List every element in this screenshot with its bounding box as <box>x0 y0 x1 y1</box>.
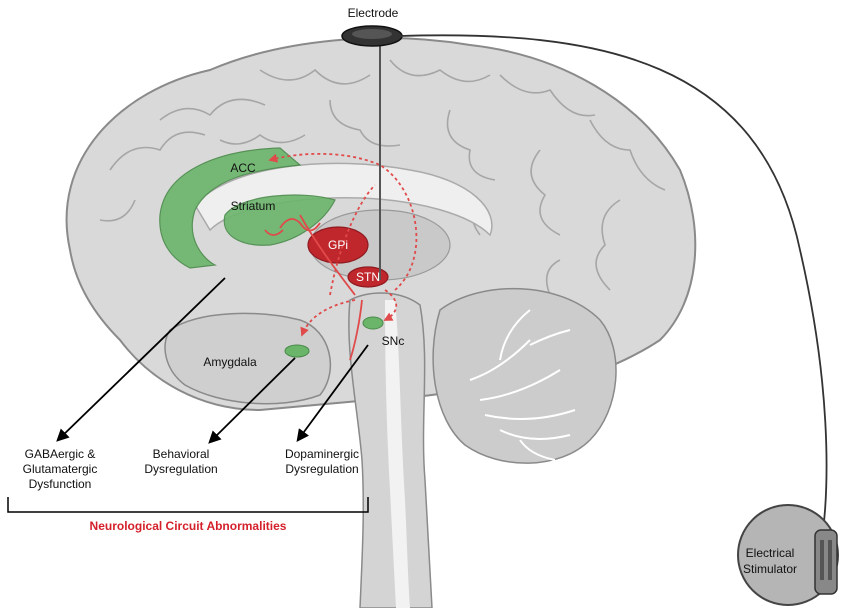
striatum-label: Striatum <box>231 199 276 213</box>
outcome-arrows <box>56 277 369 444</box>
circuit-bracket <box>7 497 369 513</box>
stimulator-label-1: Electrical <box>746 546 795 560</box>
cerebellum-arbor <box>469 309 576 461</box>
electrode-label: Electrode <box>348 6 399 20</box>
brainstem-channel <box>385 300 410 608</box>
behavioral-label-1: Behavioral <box>153 447 210 461</box>
snc-region <box>362 316 384 330</box>
gyri-texture <box>99 59 666 331</box>
stimulator-wire <box>399 34 828 541</box>
electrical-stimulator <box>737 504 839 606</box>
temporal-lobe <box>164 312 332 405</box>
gaba-label-3: Dysfunction <box>29 477 92 491</box>
electrode-cap-inner <box>352 29 392 39</box>
circuit-pathways <box>264 152 418 361</box>
striatum-region <box>223 194 336 246</box>
behavioral-label-2: Dysregulation <box>144 462 217 476</box>
stn-region <box>347 266 389 288</box>
gaba-label-2: Glutamatergic <box>23 462 98 476</box>
gaba-label-1: GABAergic & <box>25 447 96 461</box>
acc-region <box>159 147 302 269</box>
circuit-abnormalities-label: Neurological Circuit Abnormalities <box>90 519 287 533</box>
acc-label: ACC <box>230 161 256 175</box>
dopaminergic-label-1: Dopaminergic <box>285 447 359 461</box>
stn-label: STN <box>356 270 380 284</box>
dopaminergic-label-2: Dysregulation <box>285 462 358 476</box>
snc-label: SNc <box>382 334 405 348</box>
stimulator-label-2: Stimulator <box>743 562 797 576</box>
amygdala-region <box>284 344 310 358</box>
amygdala-label: Amygdala <box>203 355 257 369</box>
cerebellum <box>432 287 617 464</box>
gpi-label: GPi <box>328 238 348 252</box>
